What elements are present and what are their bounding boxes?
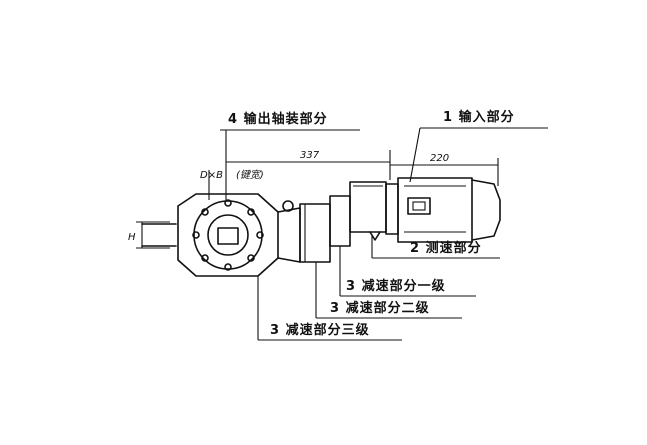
dim-motor: 220 [430, 153, 449, 164]
dim-bore: D×B [200, 170, 223, 181]
label-speed-measure: 2 测速部分 [410, 240, 482, 256]
reduction-stage-1 [329, 181, 387, 247]
label-reduction-stage2: 3 减速部分二级 [330, 300, 430, 316]
output-housing [141, 193, 294, 277]
dimension-lines [136, 150, 499, 249]
dim-height: H [128, 232, 136, 243]
label-reduction-stage3: 3 减速部分三级 [270, 322, 370, 338]
motor-input [385, 177, 501, 243]
label-input: 1 输入部分 [443, 109, 515, 125]
dim-overall: 337 [300, 150, 320, 161]
reduction-stage-2 [299, 203, 331, 263]
dim-bore-note: (键宽) [236, 169, 264, 181]
leader-lines [220, 127, 548, 341]
label-output-shaft: 4 输出轴装部分 [228, 111, 328, 127]
label-reduction-stage1: 3 减速部分一级 [346, 278, 446, 294]
reduction-stage-3 [277, 207, 301, 263]
